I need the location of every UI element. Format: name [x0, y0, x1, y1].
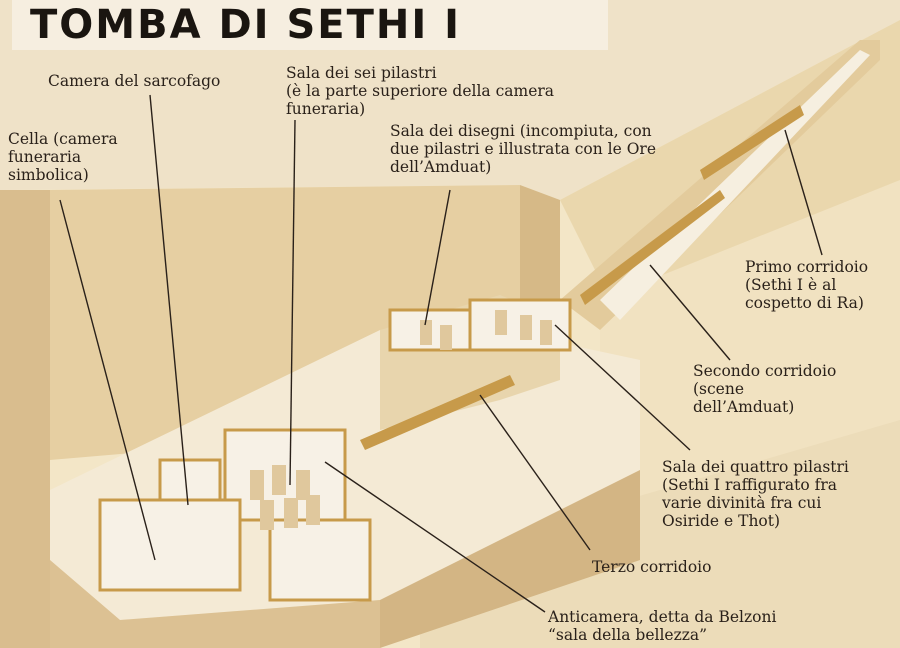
leader-lines: [59, 94, 823, 613]
leader-camera-sarcofago: [149, 94, 189, 506]
leader-quattro-pilastri: [554, 324, 691, 451]
leader-disegni: [424, 189, 451, 326]
label-sala-disegni: Sala dei disegni (incompiuta, con due pi…: [390, 122, 657, 176]
label-primo-corridoio: Primo corridoio (Sethi I è al cospetto d…: [745, 258, 869, 312]
label-camera-sarcofago: Camera del sarcofago: [48, 72, 221, 90]
third-corridor-wall: [360, 375, 515, 450]
pillar: [420, 320, 432, 345]
leader-primo-corridoio: [784, 129, 823, 256]
first-corridor-wall: [700, 105, 804, 180]
label-sala-sei-pilastri: Sala dei sei pilastri (è la parte superi…: [286, 64, 555, 118]
page-title: TOMBA DI SETHI I: [12, 0, 608, 50]
leader-sei-pilastri: [289, 119, 296, 486]
room-anticamera: [268, 518, 372, 602]
label-terzo-corridoio: Terzo corridoio: [592, 558, 712, 576]
room-disegni: [388, 308, 482, 352]
upper-corridor-floor: [600, 50, 870, 320]
pillar: [296, 470, 310, 500]
leader-anticamera: [324, 461, 546, 613]
pillar: [250, 470, 264, 500]
label-anticamera: Anticamera, detta da Belzoni “sala della…: [548, 608, 777, 644]
floor-side-cut: [380, 470, 640, 648]
label-secondo-corridoio: Secondo corridoio (scene dell’Amduat): [693, 362, 837, 416]
label-sala-quattro-pilastri: Sala dei quattro pilastri (Sethi I raffi…: [662, 458, 849, 530]
leader-terzo-corridoio: [479, 394, 591, 551]
rock-left-face: [0, 190, 50, 648]
pillar: [540, 320, 552, 345]
floor-front-cut: [50, 560, 380, 648]
pillar: [272, 465, 286, 495]
leader-secondo-corridoio: [649, 264, 731, 361]
leader-cella: [59, 199, 156, 561]
pillar: [306, 495, 320, 525]
pillar: [520, 315, 532, 340]
second-corridor-wall: [580, 190, 725, 305]
pillar: [284, 498, 298, 528]
pillar: [440, 325, 452, 350]
rock-shaft: [520, 185, 560, 330]
label-cella: Cella (camera funeraria simbolica): [8, 130, 118, 184]
pillar: [260, 500, 274, 530]
room-sarcofago: [158, 458, 222, 502]
room-cella: [98, 498, 242, 592]
pillar: [495, 310, 507, 335]
